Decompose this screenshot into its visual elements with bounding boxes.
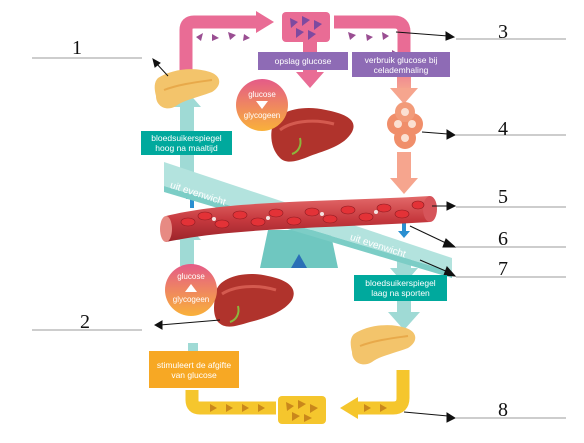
circle-top-from-label: glucose: [248, 90, 276, 99]
body-cells: [387, 102, 423, 149]
label-6: 6: [498, 228, 508, 250]
label-5: 5: [498, 186, 508, 208]
consumption-box: verbruik glucose bij celademhaling: [352, 52, 450, 77]
blood-vessel: [160, 196, 437, 242]
circle-top-to-label: glycogeen: [243, 111, 281, 120]
label-1: 1: [72, 37, 82, 59]
label-lines: [32, 38, 566, 419]
label-2: 2: [80, 311, 90, 333]
peach-arrow: [390, 152, 418, 194]
circle-bottom-to-label: glycogeen: [172, 295, 210, 304]
liver-top: [271, 108, 354, 162]
stimulates-box: stimuleert de afgifte van glucose: [149, 351, 239, 388]
label-8: 8: [498, 399, 508, 421]
down-arrow-icon: [256, 101, 268, 109]
yellow-path: [185, 370, 410, 419]
pancreas-top: [154, 69, 220, 109]
label-3: 3: [498, 21, 508, 43]
glucose-cluster-bottom: [278, 396, 326, 424]
label-7: 7: [498, 258, 508, 280]
low-sugar-box: bloedsuikerspiegel laag na sporten: [354, 275, 447, 301]
liver-bottom: [214, 273, 294, 327]
glucose-cluster-top: [282, 12, 330, 42]
storage-box: opslag glucose: [258, 52, 348, 70]
up-arrow-icon: [185, 284, 197, 292]
circle-bottom-from-label: glucose: [177, 272, 205, 281]
pointer-arrows: [152, 31, 457, 423]
label-4: 4: [498, 118, 508, 140]
pancreas-bottom: [350, 325, 416, 365]
high-sugar-box: bloedsuikerspiegel hoog na maaltijd: [141, 131, 232, 155]
